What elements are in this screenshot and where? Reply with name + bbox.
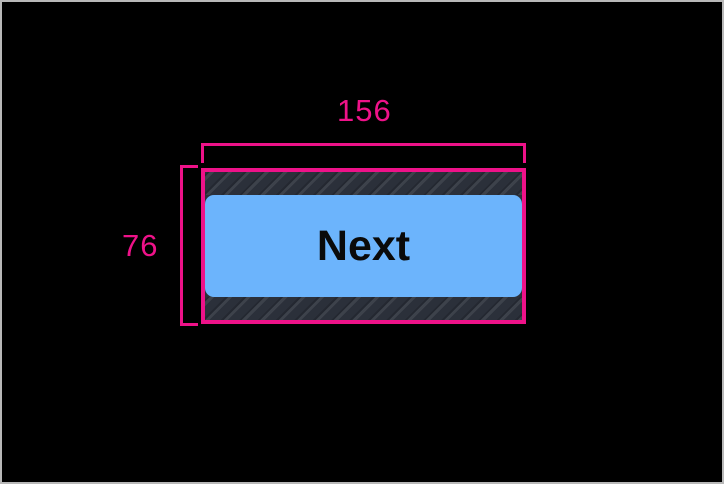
height-measurement-bracket — [180, 165, 198, 326]
padding-region-bottom — [205, 297, 522, 320]
element-highlight-box: Next — [201, 168, 526, 324]
width-measurement-label: 156 — [337, 93, 392, 128]
padding-region-top — [205, 172, 522, 195]
next-button[interactable]: Next — [205, 195, 522, 297]
height-measurement-label: 76 — [122, 228, 159, 263]
width-measurement-bracket — [201, 143, 526, 163]
